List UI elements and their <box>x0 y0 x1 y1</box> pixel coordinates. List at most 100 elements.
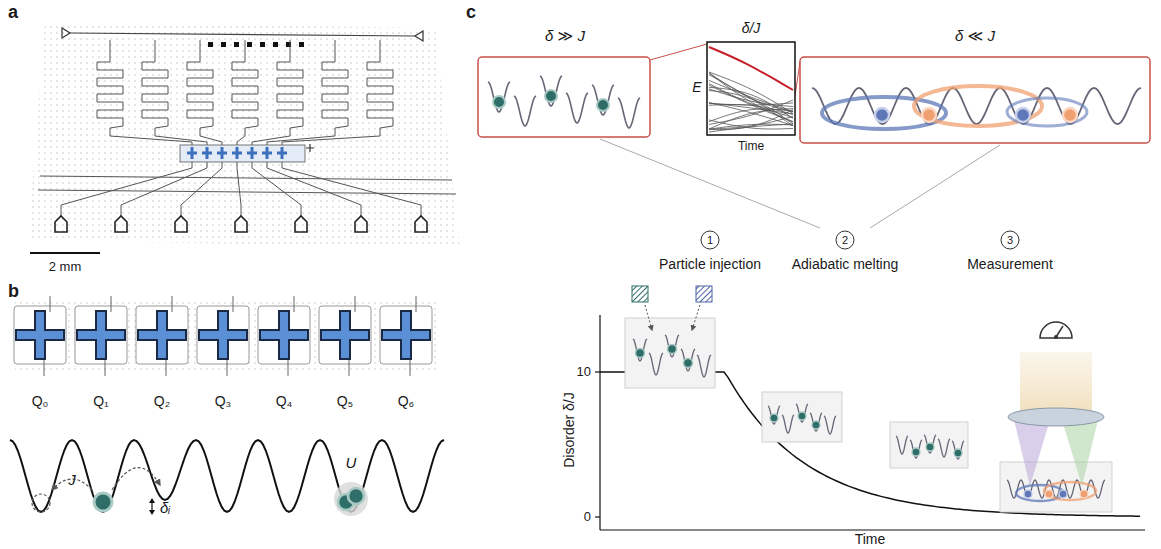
ground-level <box>709 47 793 90</box>
feedline <box>38 190 456 194</box>
correlation-loop <box>914 86 1042 126</box>
figure-label: Time <box>855 532 886 547</box>
flux-line <box>349 358 350 376</box>
control-line <box>181 160 222 216</box>
resonator-lead <box>282 128 380 147</box>
flux-line <box>44 358 45 376</box>
figure-label: 2 mm <box>49 260 82 274</box>
tick <box>595 516 600 517</box>
injection-arrow <box>645 305 652 330</box>
particle <box>597 99 609 111</box>
bond-pad <box>260 42 265 47</box>
resonator-lead <box>200 128 222 147</box>
flux-line <box>105 358 106 376</box>
qubit-cross <box>232 147 242 159</box>
figure-label: Particle injection <box>659 257 761 272</box>
resonator-lead <box>267 128 335 147</box>
resonator-meander <box>97 40 123 128</box>
readout-beam <box>1062 420 1098 486</box>
gauge-dial <box>1040 322 1072 338</box>
step-number: 3 <box>1007 234 1013 246</box>
figure-label: E <box>692 80 701 95</box>
particle <box>770 414 778 422</box>
control-line <box>252 160 301 216</box>
drive-line <box>294 296 295 312</box>
particle <box>954 449 962 457</box>
particle <box>668 345 677 354</box>
qubit-cross <box>247 147 257 159</box>
qubit-cross <box>217 147 227 159</box>
resonator-meander <box>277 40 303 128</box>
qubit-cross <box>16 311 64 359</box>
control-pad <box>355 216 367 232</box>
energy-level <box>709 109 793 129</box>
panel-letter: a <box>8 3 18 23</box>
panel-letter: c <box>466 3 476 23</box>
bond-pad <box>415 31 423 41</box>
potential-well <box>924 435 936 453</box>
energy-level <box>709 73 793 121</box>
potential-well <box>633 339 647 361</box>
energy-level <box>709 90 793 123</box>
potential-curve <box>812 88 1141 124</box>
melting-insets <box>478 42 1150 249</box>
drive-line <box>50 296 51 312</box>
bond-pad <box>221 42 226 47</box>
particle <box>926 443 934 451</box>
potential-well <box>665 335 679 357</box>
energy-level <box>709 124 793 132</box>
figure-label: Q₄ <box>276 394 293 409</box>
qubit-array <box>14 296 440 376</box>
potential-well <box>592 85 614 115</box>
qubit-cross <box>260 311 308 359</box>
guide-line <box>870 145 1000 228</box>
potential-well <box>488 82 510 112</box>
particle <box>1063 108 1077 122</box>
panel-letter: b <box>8 282 19 302</box>
resonator-lead <box>155 128 207 147</box>
energy-level <box>709 116 793 129</box>
qubit-pocket <box>14 306 66 364</box>
coupler <box>306 144 314 152</box>
potential-well <box>540 76 562 106</box>
y-axis <box>599 315 600 530</box>
figure-label: Time <box>738 140 764 153</box>
readout-beam <box>1014 420 1050 486</box>
particle <box>493 96 505 108</box>
figure-label: Adiabatic melting <box>792 257 899 272</box>
qubit-row <box>180 145 305 162</box>
flux-line <box>166 358 167 376</box>
step-number: 2 <box>842 234 848 246</box>
particle <box>545 90 557 102</box>
control-line <box>237 160 241 216</box>
resonator-lead <box>237 128 245 147</box>
qubit-pocket <box>258 306 310 364</box>
injection-pulse <box>696 286 712 302</box>
control-line <box>282 160 421 216</box>
particle <box>1080 490 1088 498</box>
empty-site <box>32 494 50 512</box>
drive-line <box>233 296 234 312</box>
potential-well <box>697 355 711 377</box>
resonator-meander <box>232 40 258 128</box>
step-circle <box>1001 231 1019 249</box>
control-line <box>61 160 192 216</box>
qubit-cross <box>77 311 125 359</box>
figure-label: Measurement <box>967 257 1053 272</box>
particle <box>922 108 936 122</box>
chip-drawing <box>28 22 460 253</box>
control-pad <box>55 216 67 232</box>
particle <box>94 493 112 511</box>
particle <box>912 448 920 456</box>
control-line <box>121 160 207 216</box>
detuning-arrow <box>151 502 152 511</box>
potential-well <box>768 406 780 424</box>
zoom-line <box>650 44 707 60</box>
resonator-lead <box>252 128 290 147</box>
qubit-cross <box>199 311 247 359</box>
figure-label: 10 <box>577 365 591 379</box>
potential-curve <box>10 440 444 512</box>
qubit-cross <box>277 147 287 159</box>
figure-label: δ/J <box>742 21 761 36</box>
